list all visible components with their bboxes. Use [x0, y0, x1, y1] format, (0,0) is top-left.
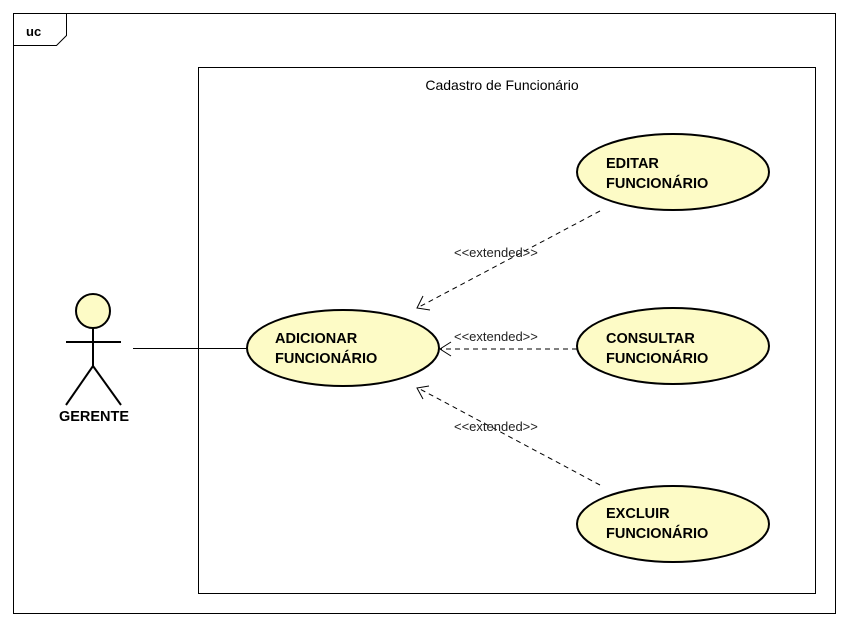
actor-right-leg: [92, 365, 122, 406]
actor-left-leg: [65, 365, 94, 406]
frame-label: uc: [26, 24, 41, 39]
use-case-label-line2: FUNCIONÁRIO: [275, 350, 377, 367]
use-case-label-line1: CONSULTAR: [606, 331, 695, 347]
extend-consultar: <<extended>>: [439, 329, 577, 357]
diagram-frame: [13, 13, 836, 614]
extend-editar: <<extended>>: [416, 210, 601, 311]
extend-consultar-arrowhead: [439, 341, 452, 357]
use-case-consultar-funcionario[interactable]: CONSULTAR FUNCIONÁRIO: [576, 307, 770, 385]
use-case-label-line2: FUNCIONÁRIO: [606, 525, 708, 542]
use-case-editar-funcionario[interactable]: EDITAR FUNCIONÁRIO: [576, 133, 770, 211]
use-case-ellipse: [576, 485, 770, 563]
system-boundary: [198, 67, 816, 594]
actor-gerente[interactable]: GERENTE: [59, 293, 129, 425]
use-case-ellipse: [576, 307, 770, 385]
use-case-label-line1: EXCLUIR: [606, 506, 670, 522]
use-case-label-line2: FUNCIONÁRIO: [606, 175, 708, 192]
use-case-ellipse: [576, 133, 770, 211]
extend-excluir-line: [417, 387, 601, 486]
extend-consultar-label: <<extended>>: [454, 329, 538, 344]
use-case-ellipse: [246, 309, 440, 387]
frame-label-tab: [13, 13, 67, 46]
use-case-label-line1: ADICIONAR: [275, 331, 358, 347]
extend-excluir-label: <<extended>>: [454, 419, 538, 434]
extend-excluir: <<extended>>: [416, 385, 601, 486]
extend-editar-line: [418, 210, 601, 308]
extend-editar-arrowhead: [416, 295, 431, 311]
use-case-label-line2: FUNCIONÁRIO: [606, 350, 708, 367]
system-title: Cadastro de Funcionário: [425, 77, 579, 93]
actor-head: [75, 293, 111, 329]
use-case-label-line1: EDITAR: [606, 156, 659, 172]
use-case-adicionar-funcionario[interactable]: ADICIONAR FUNCIONÁRIO: [246, 309, 440, 387]
actor-name: GERENTE: [59, 409, 129, 425]
use-case-excluir-funcionario[interactable]: EXCLUIR FUNCIONÁRIO: [576, 485, 770, 563]
extend-excluir-arrowhead: [416, 385, 430, 400]
extend-editar-label: <<extended>>: [454, 245, 538, 260]
